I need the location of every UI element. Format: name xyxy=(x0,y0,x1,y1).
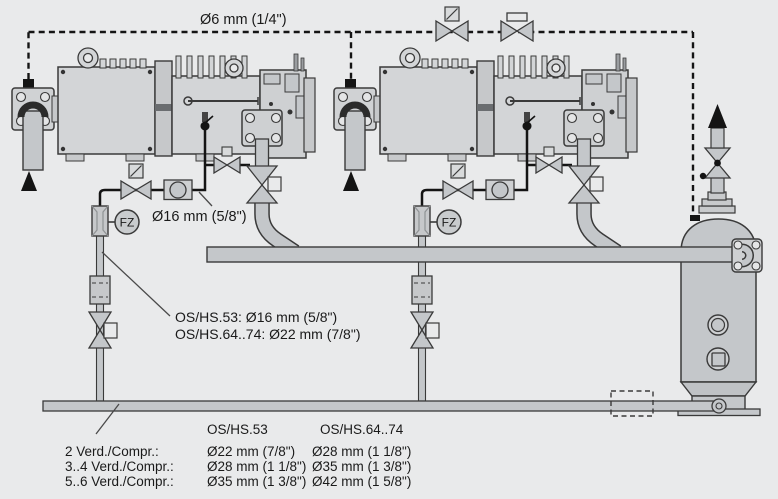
flow-switch-label-right: FZ xyxy=(442,216,457,230)
top-fitting-collar xyxy=(698,205,736,214)
reservoir-inlet-flange xyxy=(731,238,763,273)
vent-line-dashed xyxy=(27,30,695,216)
optional-component-box xyxy=(610,390,654,417)
table-cell: Ø22 mm (7/8") xyxy=(207,444,295,459)
table-cell: Ø28 mm (1 1/8") xyxy=(207,459,306,474)
oil-line-elbow xyxy=(711,398,727,414)
vent-connection-port xyxy=(690,215,700,221)
discharge-header-pipe xyxy=(206,246,735,263)
pipe-sizing-table: OS/HS.53 OS/HS.64..74 2 Verd./Compr.: Ø2… xyxy=(65,422,411,489)
table-row-label: 3..4 Verd./Compr.: xyxy=(65,459,174,474)
outlet-flow-arrow-icon xyxy=(708,104,727,128)
oil-line-pipe xyxy=(42,400,720,412)
oil-feed-shutoff-valve-icon xyxy=(703,161,732,179)
valve-stem-dot xyxy=(699,172,707,180)
outlet-pipe xyxy=(710,127,725,149)
leader-oil-line-size xyxy=(198,191,213,207)
table-row-label: 2 Verd./Compr.: xyxy=(65,444,159,459)
reservoir-taper xyxy=(679,381,758,397)
table-cell: Ø28 mm (1 1/8") xyxy=(312,444,411,459)
vent-shutoff-valve-icon xyxy=(500,19,519,43)
solenoid-coil-stripe xyxy=(446,8,458,20)
vent-shutoff-valve-icon xyxy=(515,19,534,43)
table-header-os53: OS/HS.53 xyxy=(207,422,268,437)
oil-level-sight-glass-lens xyxy=(710,317,726,333)
table-header-os64: OS/HS.64..74 xyxy=(320,422,404,437)
riser-note-line1: OS/HS.53: Ø16 mm (5/8") xyxy=(175,309,337,325)
common-oil-line xyxy=(42,390,727,417)
valve-cap xyxy=(506,12,528,22)
vent-solenoid-valve-icon xyxy=(435,19,454,43)
table-cell: Ø35 mm (1 3/8") xyxy=(312,459,411,474)
oil-port-square xyxy=(711,352,726,367)
flange-bolt xyxy=(751,261,761,271)
vent-line-6mm xyxy=(27,6,695,216)
leader-lines xyxy=(95,191,213,435)
flange-bolt xyxy=(733,261,743,271)
flange-bolt xyxy=(751,240,761,250)
flow-switch-label-left: FZ xyxy=(120,216,135,230)
table-cell: Ø42 mm (1 5/8") xyxy=(312,474,411,489)
table-cell: Ø35 mm (1 3/8") xyxy=(207,474,306,489)
leader-riser-note xyxy=(101,251,171,317)
flange-bolt xyxy=(733,240,743,250)
inlet-bend xyxy=(741,245,753,266)
riser-note-line2: OS/HS.64..74: Ø22 mm (7/8") xyxy=(175,326,360,342)
oil-line-elbow-inner xyxy=(715,402,723,410)
oil-line-size-label: Ø16 mm (5/8") xyxy=(152,209,247,225)
leader-table xyxy=(95,403,120,435)
table-row-label: 5..6 Verd./Compr.: xyxy=(65,474,174,489)
vent-solenoid-valve-icon xyxy=(450,19,469,43)
valve-center-dot xyxy=(714,159,721,167)
vent-line-size-label: Ø6 mm (1/4") xyxy=(200,12,287,28)
